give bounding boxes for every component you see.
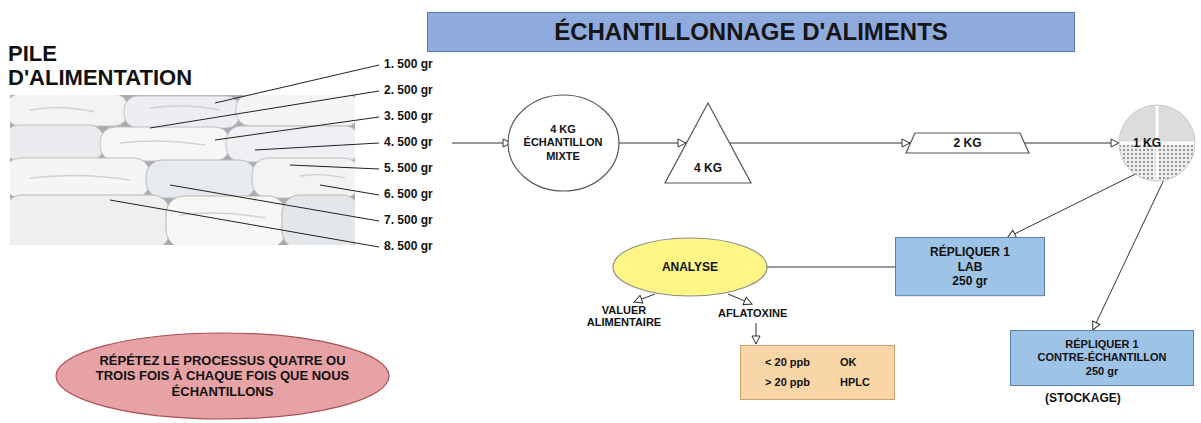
callout-number: 2. 500 gr (384, 84, 433, 98)
feed-bag (10, 195, 170, 245)
callout-number: 6. 500 gr (384, 188, 433, 202)
repeat-note-ellipse-outline (56, 333, 389, 419)
output-label: VALUER ALIMENTAIRE (580, 304, 668, 328)
node-text: ANALYSE (662, 260, 718, 274)
aflatoxin-threshold-box-outline (740, 345, 895, 400)
quantity-trapezoid: 2 KG (905, 132, 1030, 154)
feed-bag (226, 126, 355, 162)
flow-connector (1025, 143, 1119, 144)
replicate-box: RÉPLIQUER 1CONTRE-ÉCHANTILLON250 gr (1010, 330, 1194, 386)
analysis-ellipse-outline (613, 238, 767, 296)
replicate-box-outline (896, 238, 1045, 296)
node-text-group: ANALYSE (662, 260, 718, 274)
node-text: RÉPLIQUER 1 (1038, 338, 1167, 351)
feed-bag (282, 195, 355, 245)
diagram-title: ÉCHANTILLONNAGE D'ALIMENTS (554, 18, 948, 46)
quantity-triangle: 4 KG (664, 102, 752, 184)
output-label: AFLATOXINE (718, 307, 787, 320)
node-text-group: RÉPÉTEZ LE PROCESSUS QUATRE OU TROIS FOI… (91, 353, 355, 400)
node-text: CONTRE-ÉCHANTILLON (1038, 351, 1167, 364)
flow-connector (618, 143, 686, 144)
node-text: 250 gr (1038, 365, 1167, 378)
node-text: < 20 ppb (765, 356, 810, 369)
section-heading: PILE D'ALIMENTATION (8, 42, 208, 90)
feed-bag (236, 95, 355, 126)
callout-number: 8. 500 gr (384, 240, 433, 254)
node-text-group: 2 KG (953, 136, 981, 150)
node-text: > 20 ppb (765, 376, 810, 389)
replicate-box: RÉPLIQUER 1LAB250 gr (895, 237, 1045, 296)
node-text: OK (840, 356, 870, 369)
node-text: HPLC (840, 376, 870, 389)
pointer-arrow (452, 143, 511, 144)
feed-bag (252, 158, 355, 198)
flow-connector (1093, 180, 1164, 330)
pointer-arrow (728, 294, 752, 304)
replicate-box-outline (1011, 331, 1194, 386)
feed-bag (10, 125, 104, 161)
analysis-ellipse: ANALYSE (612, 237, 768, 297)
storage-note: (STOCKAGE) (1045, 392, 1121, 406)
flow-connector (767, 266, 895, 267)
mixed-sample-circle-outline (508, 95, 619, 191)
node-text: 1 KG (1133, 136, 1161, 150)
leader-line (290, 165, 379, 169)
callout-number: 4. 500 gr (384, 136, 433, 150)
node-text: 2 KG (953, 136, 981, 150)
feed-bag (10, 95, 128, 126)
pointer-arrow (756, 323, 757, 344)
quantity-triangle-outline (665, 103, 751, 183)
feed-bags-photo (10, 95, 355, 245)
aflatoxin-threshold-box: < 20 ppb OK > 20 ppb HPLC (740, 345, 895, 400)
node-text: 4 KG (694, 161, 722, 175)
feed-bag (100, 127, 230, 161)
callout-number: 1. 500 gr (384, 58, 433, 72)
node-text-group: < 20 ppb OK > 20 ppb HPLC (765, 356, 870, 389)
pointer-arrow (634, 294, 655, 302)
node-text-group: 4 KG (694, 161, 722, 175)
node-text: RÉPÉTEZ LE PROCESSUS QUATRE OU TROIS FOI… (91, 353, 355, 400)
flow-connector (1008, 174, 1136, 237)
node-text-group: 4 KG ÉCHANTILLON MIXTE (520, 123, 606, 163)
leader-line (110, 200, 379, 247)
feed-bag (146, 160, 256, 198)
quartered-sample-circle-outline (1119, 105, 1195, 181)
node-text: 4 KG ÉCHANTILLON MIXTE (520, 123, 606, 163)
callout-number: 3. 500 gr (384, 110, 433, 124)
flow-connector (730, 143, 910, 144)
node-text-group: RÉPLIQUER 1CONTRE-ÉCHANTILLON250 gr (1038, 338, 1167, 378)
leader-line (150, 91, 379, 128)
mixed-sample-circle: 4 KG ÉCHANTILLON MIXTE (507, 94, 620, 192)
leader-line (215, 65, 379, 103)
repeat-note-ellipse: RÉPÉTEZ LE PROCESSUS QUATRE OU TROIS FOI… (55, 332, 390, 420)
node-text: LAB (930, 260, 1010, 274)
leader-line (320, 185, 379, 195)
callout-number: 5. 500 gr (384, 162, 433, 176)
title-box: ÉCHANTILLONNAGE D'ALIMENTS (427, 12, 1075, 52)
leader-line (255, 143, 379, 150)
node-text: RÉPLIQUER 1 (930, 245, 1010, 259)
callout-number: 7. 500 gr (384, 214, 433, 228)
leader-line (215, 117, 379, 140)
bag-fold (30, 106, 345, 218)
quartered-sample-circle: 1 KG (1118, 104, 1196, 182)
node-text: 250 gr (930, 274, 1010, 288)
quantity-trapezoid-outline (906, 133, 1029, 153)
node-text-group: RÉPLIQUER 1LAB250 gr (930, 245, 1010, 288)
leader-lines (110, 65, 379, 247)
aflatoxin-threshold-box-outline (741, 346, 895, 400)
node-text-group: 1 KG (1133, 136, 1161, 150)
